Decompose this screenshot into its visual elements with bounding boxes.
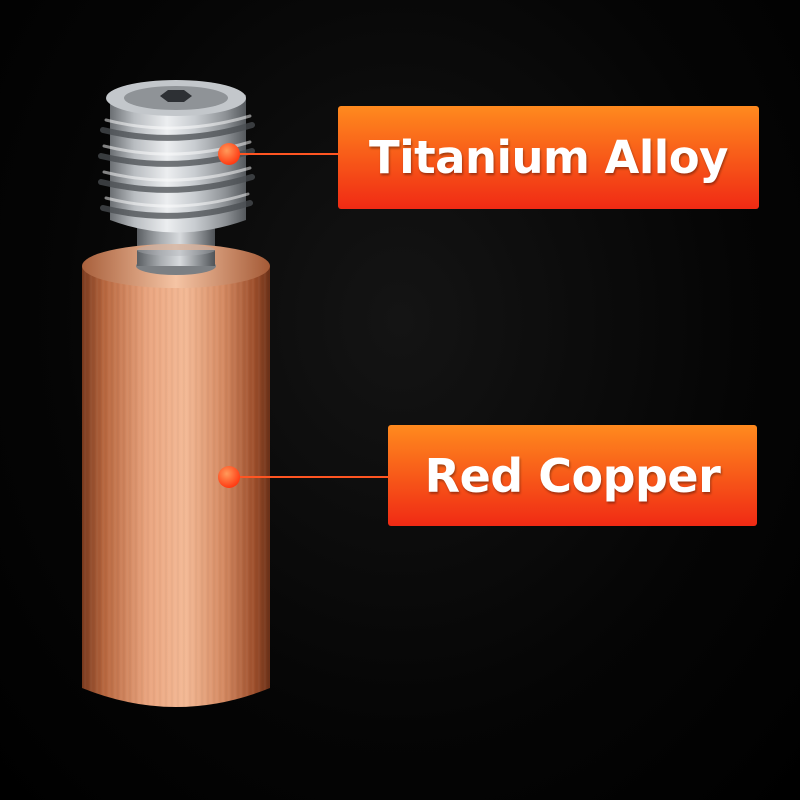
label-titanium-alloy: Titanium Alloy	[338, 106, 759, 209]
label-red-copper: Red Copper	[388, 425, 757, 526]
label-bg-copper	[388, 425, 757, 526]
callout-dot-copper	[218, 466, 240, 488]
callout-dot-titanium	[218, 143, 240, 165]
label-bg-titanium	[338, 106, 759, 209]
label-red-copper-text: Red Copper	[424, 448, 721, 503]
copper-body	[82, 244, 270, 707]
titanium-threads	[98, 80, 255, 233]
label-titanium-alloy-text: Titanium Alloy	[369, 131, 728, 184]
